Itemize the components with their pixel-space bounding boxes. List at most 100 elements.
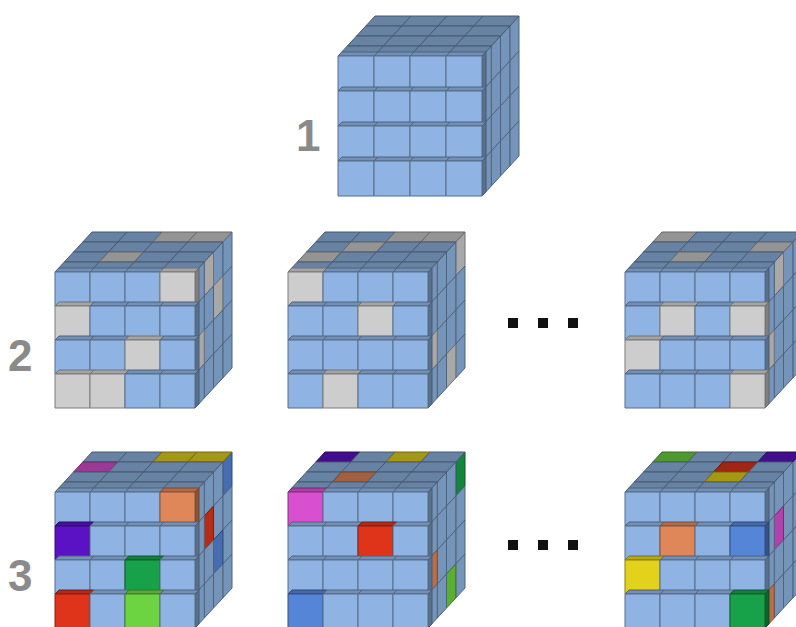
cubelet-bevel: [195, 590, 199, 627]
cubelet-side: [204, 354, 213, 398]
cubelet-front: [410, 161, 446, 196]
cubelet-front: [374, 91, 410, 126]
cubelet-bevel: [660, 590, 699, 594]
cubelet-front: [125, 526, 160, 560]
cubelet-front: [288, 594, 323, 627]
cubelet-side: [447, 344, 456, 388]
cubelet-front: [374, 161, 410, 196]
cubelet-bevel: [428, 268, 432, 306]
cubelet-front: [288, 526, 323, 560]
cubelet-bevel: [393, 370, 432, 374]
cubelet-front: [338, 161, 374, 196]
cubelet-front: [338, 91, 374, 126]
cubelet-bevel: [358, 370, 397, 374]
row-number: 3: [8, 554, 32, 598]
cubelet-front: [358, 374, 393, 408]
cubelet-bevel: [695, 268, 734, 272]
cubelet-bevel: [393, 302, 432, 306]
cubelet-front: [125, 560, 160, 594]
cubelet-front: [660, 560, 695, 594]
cubelet-bevel: [195, 522, 199, 560]
row-number: 2: [8, 334, 32, 378]
cubelet-bevel: [160, 522, 199, 526]
ellipsis-dot: [568, 318, 578, 328]
cubelet-bevel: [393, 488, 432, 492]
cubelet-front: [125, 492, 160, 526]
cubelet-bevel: [358, 522, 397, 526]
cubelet-front: [55, 272, 90, 306]
cubelet-bevel: [482, 52, 486, 91]
cubelet-bevel: [55, 336, 94, 340]
cubelet-bevel: [55, 488, 94, 492]
cubelet-bevel: [482, 122, 486, 161]
cubelet-bevel: [765, 556, 769, 594]
cubelet-front: [730, 560, 765, 594]
cubelet-front: [160, 526, 195, 560]
cubelet-bevel: [323, 522, 362, 526]
cubelet-front: [338, 126, 374, 161]
cubelet-bevel: [323, 590, 362, 594]
cubelet-bevel: [660, 268, 699, 272]
cubelet-bevel: [288, 488, 327, 492]
cubelet-bevel: [660, 370, 699, 374]
cubelet-front: [695, 340, 730, 374]
cubelet-front: [288, 306, 323, 340]
cubelet-bevel: [195, 302, 199, 340]
cubelet-front: [90, 560, 125, 594]
cubelet-front: [660, 340, 695, 374]
cubelet-front: [393, 306, 428, 340]
cubelet-bevel: [160, 488, 199, 492]
cubelet-bevel: [660, 336, 699, 340]
cubelet-bevel: [125, 336, 164, 340]
cubelet-bevel: [730, 336, 769, 340]
cubelet-front: [90, 272, 125, 306]
cubelet-front: [410, 56, 446, 91]
cubelet-top: [188, 452, 232, 462]
cubelet-bevel: [160, 590, 199, 594]
cubelet-bevel: [160, 556, 199, 560]
cubelet-bevel: [358, 268, 397, 272]
cubelet-front: [125, 340, 160, 374]
cubelet-top: [412, 462, 456, 472]
cubelet-front: [160, 272, 195, 306]
cubelet-bevel: [358, 488, 397, 492]
cubelet-front: [625, 306, 660, 340]
cubelet-bevel: [695, 336, 734, 340]
cubelet-bevel: [55, 590, 94, 594]
cubelet-bevel: [288, 522, 327, 526]
cubelet-front: [625, 594, 660, 627]
cubelet-front: [660, 306, 695, 340]
cubelet-bevel: [125, 268, 164, 272]
cubelet-front: [695, 374, 730, 408]
cubelet-front: [160, 340, 195, 374]
cubelet-bevel: [428, 370, 432, 408]
cubelet-bevel: [730, 370, 769, 374]
cubelet-top: [465, 26, 510, 36]
cubelet-bevel: [195, 488, 199, 526]
cubelet-bevel: [288, 590, 327, 594]
cubelet-bevel: [428, 556, 432, 594]
cubelet-bevel: [90, 488, 129, 492]
cubelet-front: [695, 594, 730, 627]
cubelet-front: [323, 594, 358, 627]
cubelet-bevel: [695, 302, 734, 306]
cubelet-bevel: [323, 556, 362, 560]
cubelet-bevel: [338, 52, 378, 56]
cubelet-front: [410, 91, 446, 126]
cubelet-front: [125, 272, 160, 306]
cubelet-front: [55, 526, 90, 560]
cubelet-front: [338, 56, 374, 91]
cubelet-front: [695, 492, 730, 526]
cubelet-bevel: [625, 556, 664, 560]
cubelet-bevel: [410, 157, 450, 161]
cubelet-front: [125, 594, 160, 627]
cubelet-front: [358, 526, 393, 560]
cubelet-bevel: [695, 522, 734, 526]
cubelet-front: [55, 374, 90, 408]
cubelet-side: [501, 131, 510, 176]
cubelet-front: [660, 526, 695, 560]
cubelet-bevel: [393, 522, 432, 526]
cubelet-bevel: [90, 268, 129, 272]
cubelet-bevel: [125, 522, 164, 526]
cubelet-front: [393, 272, 428, 306]
